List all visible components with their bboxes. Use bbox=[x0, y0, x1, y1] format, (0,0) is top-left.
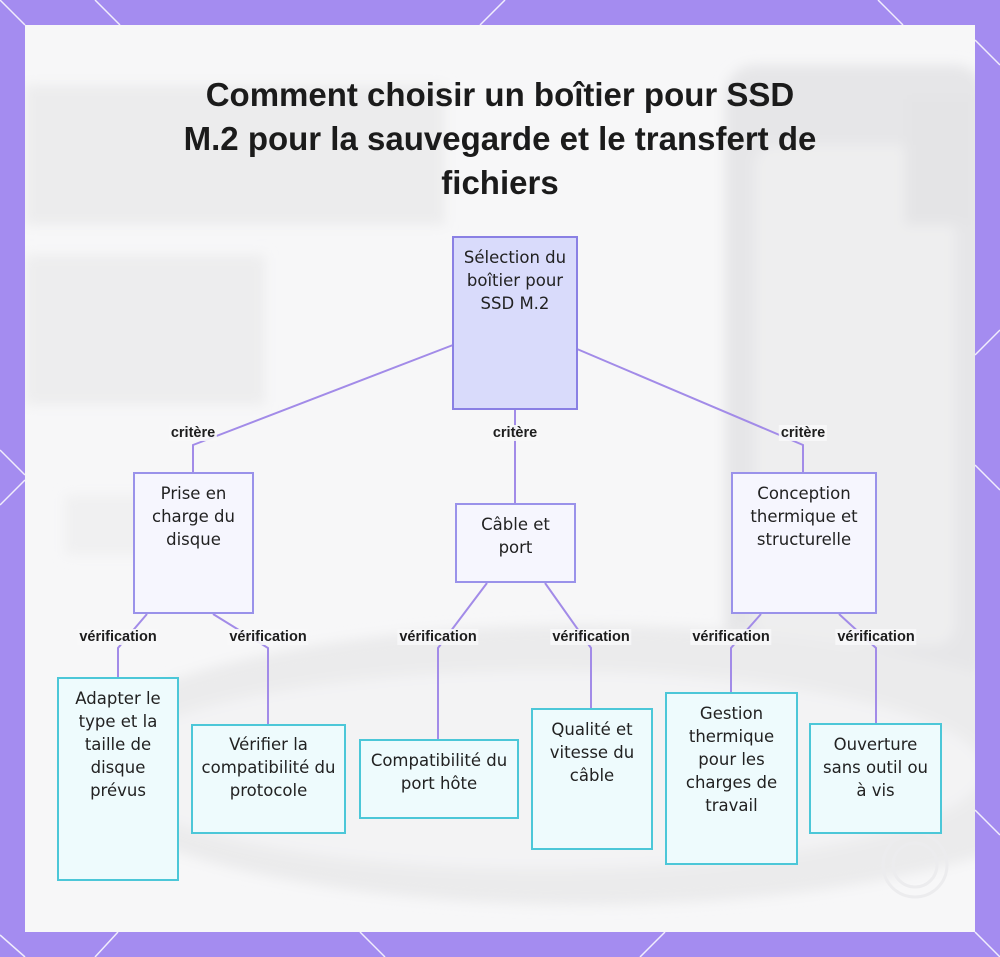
diagram-title: Comment choisir un boîtier pour SSD M.2 … bbox=[183, 76, 817, 201]
edge-label-criterion-2: critère bbox=[490, 425, 540, 441]
check-label: Gestion thermique pour les charges de tr… bbox=[685, 704, 778, 815]
edge-label-check-6: vérification bbox=[835, 629, 917, 645]
criterion-node-thermal-structural: Conception thermique et structurelle bbox=[731, 472, 877, 614]
criterion-node-cable-port: Câble et port bbox=[455, 503, 576, 583]
criterion-label: Conception thermique et structurelle bbox=[750, 484, 858, 549]
edge-criterion-1-check-1 bbox=[117, 613, 148, 677]
edge-criterion-3-check-5 bbox=[730, 613, 762, 692]
check-node-disk-type-size: Adapter le type et la taille de disque p… bbox=[57, 677, 179, 881]
diagram-panel: Comment choisir un boîtier pour SSD M.2 … bbox=[25, 25, 975, 932]
check-node-host-port: Compatibilité du port hôte bbox=[359, 739, 519, 819]
edge-root-criterion-1 bbox=[192, 344, 454, 472]
edge-label-check-3: vérification bbox=[397, 629, 479, 645]
check-label: Vérifier la compatibilité du protocole bbox=[201, 735, 336, 800]
root-node: Sélection du boîtier pour SSD M.2 bbox=[452, 236, 578, 410]
edge-label-check-2: vérification bbox=[227, 629, 309, 645]
edge-label-check-5: vérification bbox=[690, 629, 772, 645]
edge-label-criterion-1: critère bbox=[168, 425, 218, 441]
edge-label-criterion-3: critère bbox=[778, 425, 828, 441]
check-node-protocol: Vérifier la compatibilité du protocole bbox=[191, 724, 346, 834]
edge-root-criterion-3 bbox=[576, 348, 804, 472]
check-node-thermal-load: Gestion thermique pour les charges de tr… bbox=[665, 692, 798, 865]
criterion-node-disk-support: Prise en charge du disque bbox=[133, 472, 254, 614]
edge-criterion-3-check-6 bbox=[838, 613, 877, 723]
criterion-label: Prise en charge du disque bbox=[152, 484, 235, 549]
check-label: Compatibilité du port hôte bbox=[370, 751, 508, 793]
check-label: Qualité et vitesse du câble bbox=[549, 720, 635, 785]
check-label: Ouverture sans outil ou à vis bbox=[823, 735, 928, 800]
root-node-label: Sélection du boîtier pour SSD M.2 bbox=[463, 248, 567, 313]
connector-lines bbox=[117, 344, 877, 739]
check-node-tool-free: Ouverture sans outil ou à vis bbox=[809, 723, 942, 834]
edge-criterion-1-check-2 bbox=[212, 613, 269, 724]
check-node-cable-quality: Qualité et vitesse du câble bbox=[531, 708, 653, 850]
criterion-label: Câble et port bbox=[481, 515, 550, 557]
edge-criterion-2-check-4 bbox=[544, 582, 592, 708]
edge-label-check-4: vérification bbox=[550, 629, 632, 645]
check-label: Adapter le type et la taille de disque p… bbox=[75, 689, 161, 800]
edge-criterion-2-check-3 bbox=[437, 582, 488, 739]
edge-label-check-1: vérification bbox=[77, 629, 159, 645]
